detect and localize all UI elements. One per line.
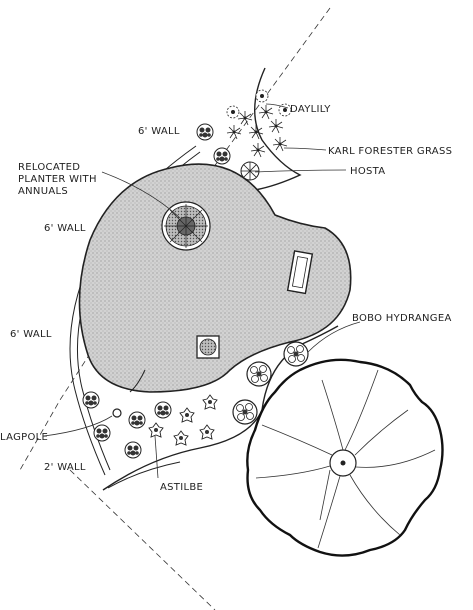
tree-canopy-icon — [246, 358, 444, 557]
label-wall-mid: 6' WALL — [44, 223, 86, 234]
leader-karl-forester — [283, 147, 327, 151]
grass-icon — [272, 136, 288, 152]
patio — [78, 163, 352, 393]
daylily-icon — [226, 105, 240, 119]
bench — [286, 250, 314, 295]
daylily-icon — [255, 89, 269, 103]
label-wall-top: 6' WALL — [138, 126, 180, 137]
astilbe-icon — [148, 422, 164, 438]
property-line-bottom — [69, 469, 216, 610]
astilbe-icon — [179, 407, 195, 423]
square-planter — [196, 335, 220, 359]
grass-icon — [237, 110, 253, 126]
wall-two-foot — [107, 461, 181, 489]
grass-icon — [250, 142, 266, 158]
astilbe-icon — [173, 430, 189, 446]
label-daylily: DAYLILY — [290, 104, 331, 115]
grass-icon — [268, 118, 284, 134]
astilbe-icon — [202, 394, 218, 410]
shrub-icon — [154, 401, 172, 419]
label-wall-two-foot: 2' WALL — [44, 462, 86, 473]
astilbe-icon — [199, 424, 215, 440]
leader-daylily — [265, 103, 289, 109]
shrub-icon — [124, 441, 142, 459]
label-planter-line3: ANNUALS — [18, 186, 68, 197]
label-bobo-hydrangea: BOBO HYDRANGEA — [352, 313, 452, 324]
label-astilbe: ASTILBE — [160, 482, 203, 493]
leader-astilbe — [154, 435, 159, 479]
label-wall-low: 6' WALL — [10, 329, 52, 340]
label-planter-line1: RELOCATED — [18, 162, 80, 173]
hydrangea-icon — [232, 399, 258, 425]
shrub-icon — [196, 123, 214, 141]
planter-icon — [161, 201, 211, 251]
label-flagpole: LAGPOLE — [0, 432, 48, 443]
shrub-icon — [82, 391, 100, 409]
wall-segment — [129, 369, 146, 393]
hydrangea-icon — [246, 361, 272, 387]
shrub-icon — [213, 147, 231, 165]
shrub-icon — [93, 424, 111, 442]
label-hosta: HOSTA — [350, 166, 385, 177]
label-planter-line2: PLANTER WITH — [18, 174, 97, 185]
leader-planter — [101, 171, 181, 219]
leader-bobo-hydrangea — [307, 321, 361, 353]
flagpole-icon — [112, 408, 122, 418]
hydrangea-icon — [283, 341, 309, 367]
shrub-icon — [128, 411, 146, 429]
hosta-icon — [240, 161, 260, 181]
grass-icon — [258, 104, 274, 120]
flagpole-leader — [43, 415, 113, 437]
leader-hosta — [254, 169, 347, 173]
label-karl-forester: KARL FORESTER GRASS — [328, 146, 452, 157]
